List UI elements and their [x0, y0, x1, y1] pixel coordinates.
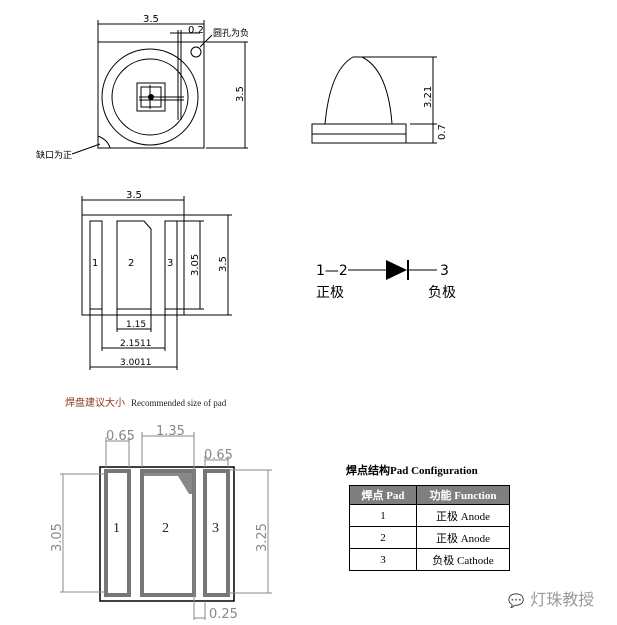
pad-width-dim: 3.5	[126, 190, 142, 201]
pad-height-dim: 3.05	[190, 254, 201, 276]
cell-pad: 3	[349, 548, 417, 571]
inner-span-dim: 2.1511	[120, 339, 152, 349]
pad1-width-dim: 0.65	[106, 429, 135, 444]
hole-label: 圆孔为负	[213, 27, 249, 39]
pad3-width-dim: 0.65	[204, 448, 233, 463]
pad-3-label: 3	[167, 258, 173, 269]
caption-en: Recommended size of pad	[131, 398, 227, 408]
rec-pad-2-label: 2	[162, 521, 169, 536]
offset-dim: 0.2	[188, 25, 204, 36]
cell-function: 正极 Anode	[416, 526, 510, 549]
header-function: 功能 Function	[416, 485, 510, 505]
cell-pad: 1	[349, 504, 417, 527]
right-height-dim: 3.25	[255, 523, 270, 552]
package-outline	[97, 41, 205, 149]
outer-span-dim: 3.0011	[120, 358, 152, 368]
rec-pad-1	[104, 469, 131, 597]
pad-1-label: 1	[92, 258, 98, 269]
pad-outline	[81, 214, 185, 316]
anode-notch	[97, 135, 111, 149]
cathode-hole-mark	[190, 46, 202, 58]
anode-pins: 1—2	[316, 263, 348, 279]
cathode-pin: 3	[440, 263, 449, 279]
recommended-pad: 焊盘建议大小 Recommended size of pad 1 2 3 0.6…	[50, 396, 272, 622]
top-height-dim: 3.5	[235, 86, 246, 102]
top-width-dim: 3.5	[143, 14, 159, 25]
cell-function: 负极 Cathode	[416, 548, 510, 571]
pad-2-label: 2	[128, 258, 134, 269]
pad-layout: 3.5 1 2 3 3.05 3.5 1.15 2.1511 3.0011	[81, 190, 232, 370]
pad-2	[116, 220, 152, 310]
dome-lens	[324, 56, 393, 125]
cathode-label: 负极	[428, 285, 456, 301]
lens-outer-ring	[101, 48, 199, 146]
dome-height-dim: 3.21	[423, 86, 434, 108]
top-view: 3.5 0.2 圆孔为负 缺口为正 3.5	[36, 14, 249, 161]
pad-1	[89, 220, 103, 310]
base-height-dim: 0.7	[437, 124, 448, 140]
cell-pad: 2	[349, 526, 417, 549]
rec-pad-3-label: 3	[212, 521, 219, 536]
cell-function: 正极 Anode	[416, 504, 510, 527]
caption-cn: 焊盘建议大小	[65, 396, 125, 409]
pad-3	[164, 220, 178, 310]
pad-table-title: 焊点结构Pad Configuration	[346, 465, 478, 477]
diode-symbol	[386, 260, 407, 280]
pad2-width-dim: 1.15	[126, 320, 146, 330]
pad2-width-dim: 1.35	[156, 424, 185, 439]
diode-schematic: 1—2 3 正极 负极	[316, 260, 456, 301]
watermark: 💬 灯珠教授	[508, 586, 594, 610]
rec-pad-3	[203, 469, 230, 597]
anode-label: 正极	[316, 285, 344, 301]
table-header-row: 焊点 Pad 功能 Function	[349, 485, 510, 505]
package-height-dim: 3.5	[218, 256, 229, 272]
left-height-dim: 3.05	[50, 523, 65, 552]
wechat-icon: 💬	[508, 594, 525, 609]
header-pad: 焊点 Pad	[349, 485, 417, 505]
lens-inner-ring	[111, 58, 189, 136]
gap-dim: 0.25	[209, 607, 238, 622]
watermark-text: 灯珠教授	[530, 590, 595, 609]
recommended-outline	[99, 466, 235, 602]
side-view: 3.21 0.7	[311, 56, 448, 144]
rec-pad-1-label: 1	[113, 521, 120, 536]
notch-label: 缺口为正	[36, 149, 72, 161]
